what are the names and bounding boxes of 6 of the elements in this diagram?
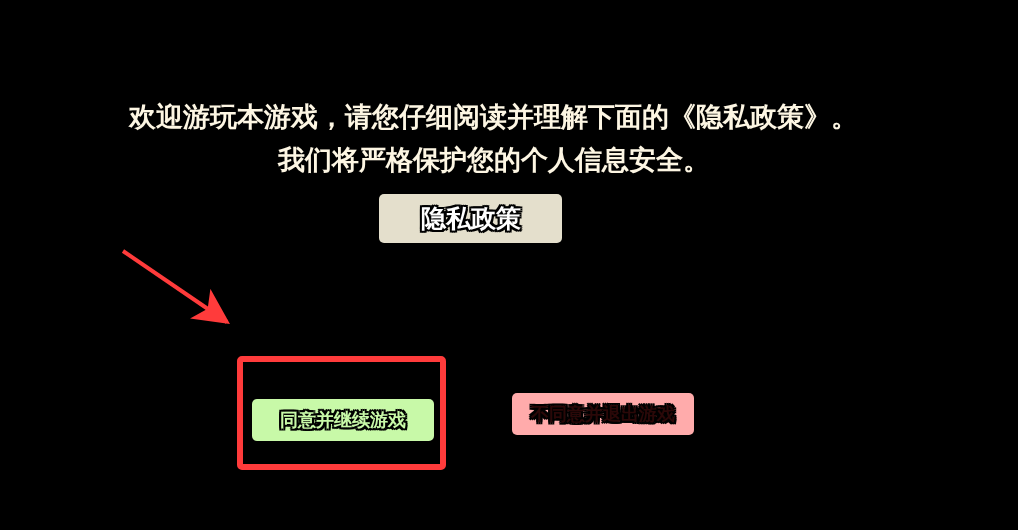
arrow (121, 249, 230, 325)
intro-text: 欢迎游玩本游戏，请您仔细阅读并理解下面的《隐私政策》。我们将严格保护您的个人信息安全。 (127, 100, 859, 177)
agree-button: 同意并继续游戏 (252, 399, 434, 441)
highlight-frame (237, 356, 446, 470)
disagree-button: 不同意并退出游戏 (512, 393, 694, 435)
privacy-policy-button: 隐私政策 (379, 194, 562, 243)
